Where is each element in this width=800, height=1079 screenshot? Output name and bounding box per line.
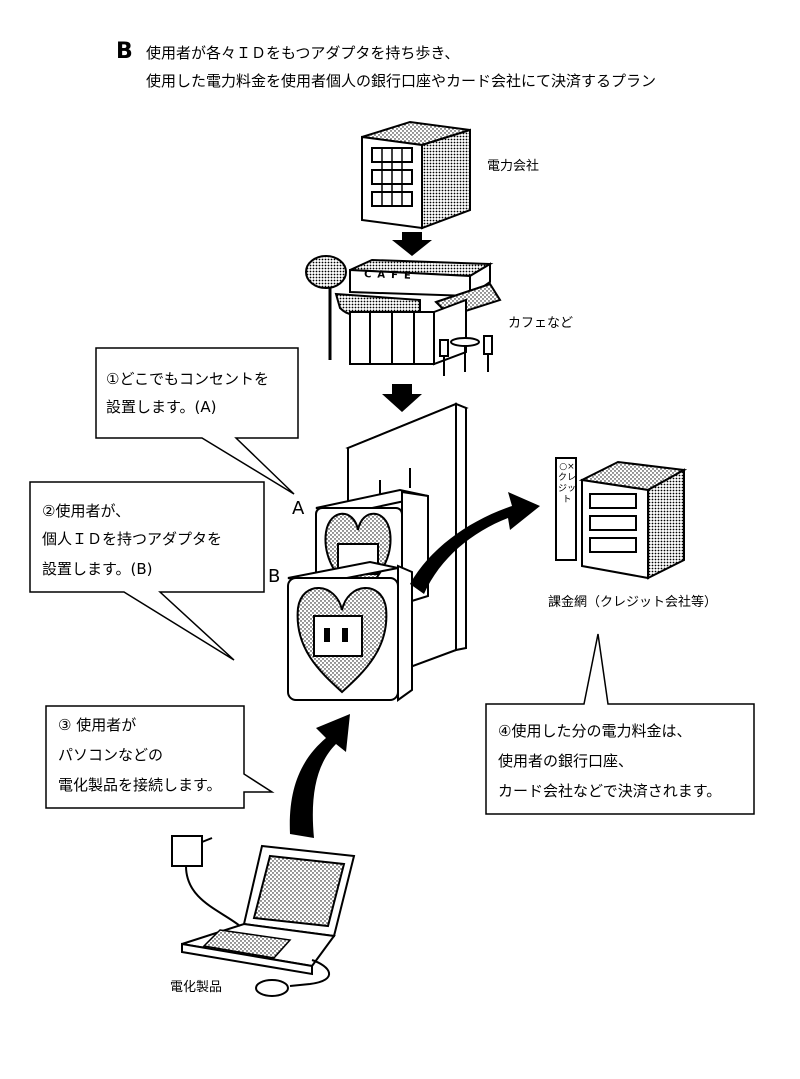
callout-1-line-1: ①どこでもコンセントを: [106, 370, 269, 388]
cafe-label: カフェなど: [508, 316, 574, 331]
credit-sign-text: ○×クレジット: [557, 462, 576, 505]
power-company-label: 電力会社: [487, 159, 540, 174]
callout-4-box: [485, 633, 755, 815]
callout-2-line-2: 個人ＩＤを持つアダプタを: [42, 530, 223, 548]
callout-4-line-2: 使用者の銀行口座、: [498, 752, 634, 770]
outlet-a-label: A: [292, 498, 305, 519]
outlet-b-label: B: [268, 566, 281, 587]
plan-mark: B: [116, 39, 133, 64]
callout-2-box: [29, 481, 265, 661]
cafe-building: [305, 255, 502, 376]
power-company-building: [361, 120, 471, 230]
callout-4-line-1: ④使用した分の電力料金は、: [498, 722, 692, 740]
callout-3-line-1: ③ 使用者が: [58, 716, 137, 734]
callout-3-line-3: 電化製品を接続します。: [58, 776, 222, 794]
callout-2-line-3: 設置します。(B): [42, 560, 153, 578]
billing-network-label: 課金網（クレジット会社等）: [548, 595, 718, 610]
credit-company-building: [555, 457, 688, 580]
arrow-down-2: [382, 384, 422, 412]
cafe-sign-text: CAFE: [363, 269, 417, 282]
callout-4-line-3: カード会社などで決済されます。: [498, 782, 722, 800]
title-line-1: 使用者が各々ＩＤをもつアダプタを持ち歩き、: [146, 44, 460, 62]
arrow-to-billing: [410, 492, 540, 594]
title-line-2: 使用した電力料金を使用者個人の銀行口座やカード会社にて決済するプラン: [146, 72, 657, 90]
arrow-from-appliance: [289, 714, 350, 838]
laptop: [171, 835, 356, 997]
adapter-b: [287, 560, 413, 702]
callout-3-line-2: パソコンなどの: [58, 746, 164, 764]
appliance-label: 電化製品: [170, 980, 223, 995]
arrow-down-1: [392, 232, 432, 256]
callout-3-box: [45, 705, 275, 809]
callout-1-box: [95, 347, 299, 495]
callout-2-line-1: ②使用者が、: [42, 502, 131, 520]
callout-1-line-2: 設置します。(A): [106, 398, 217, 416]
